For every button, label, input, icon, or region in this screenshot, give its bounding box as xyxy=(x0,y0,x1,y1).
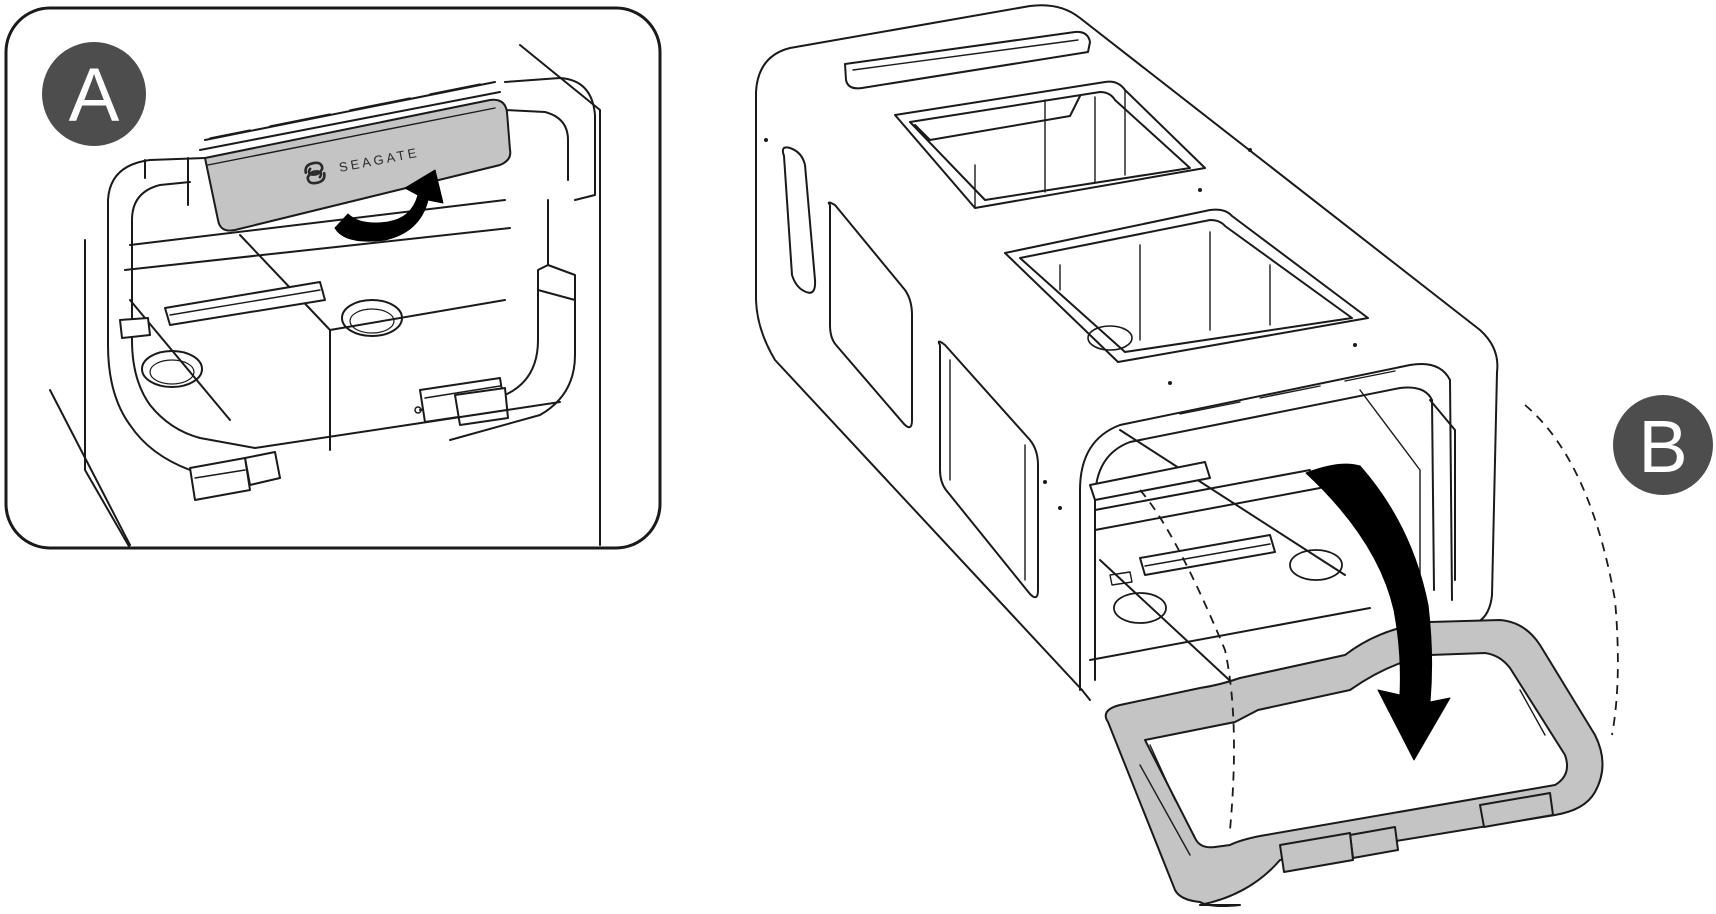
callout-a: A xyxy=(42,42,146,146)
seagate-handle xyxy=(203,98,512,232)
front-handle-lowered xyxy=(1104,619,1604,907)
callout-b-label: B xyxy=(1638,405,1687,488)
curved-up-arrow-icon xyxy=(334,169,444,242)
curved-down-arrow-icon xyxy=(1305,463,1451,761)
drive-sled-closeup: SEAGATE xyxy=(49,44,601,548)
callout-a-label: A xyxy=(69,53,120,138)
motion-arc-right xyxy=(1524,404,1619,736)
callout-b: B xyxy=(1613,395,1713,495)
motion-arc-left xyxy=(1139,489,1235,831)
inset-panel-a: SEAGATE A xyxy=(4,6,662,550)
seagate-logo-icon xyxy=(304,161,326,185)
enclosure-main xyxy=(755,4,1499,701)
